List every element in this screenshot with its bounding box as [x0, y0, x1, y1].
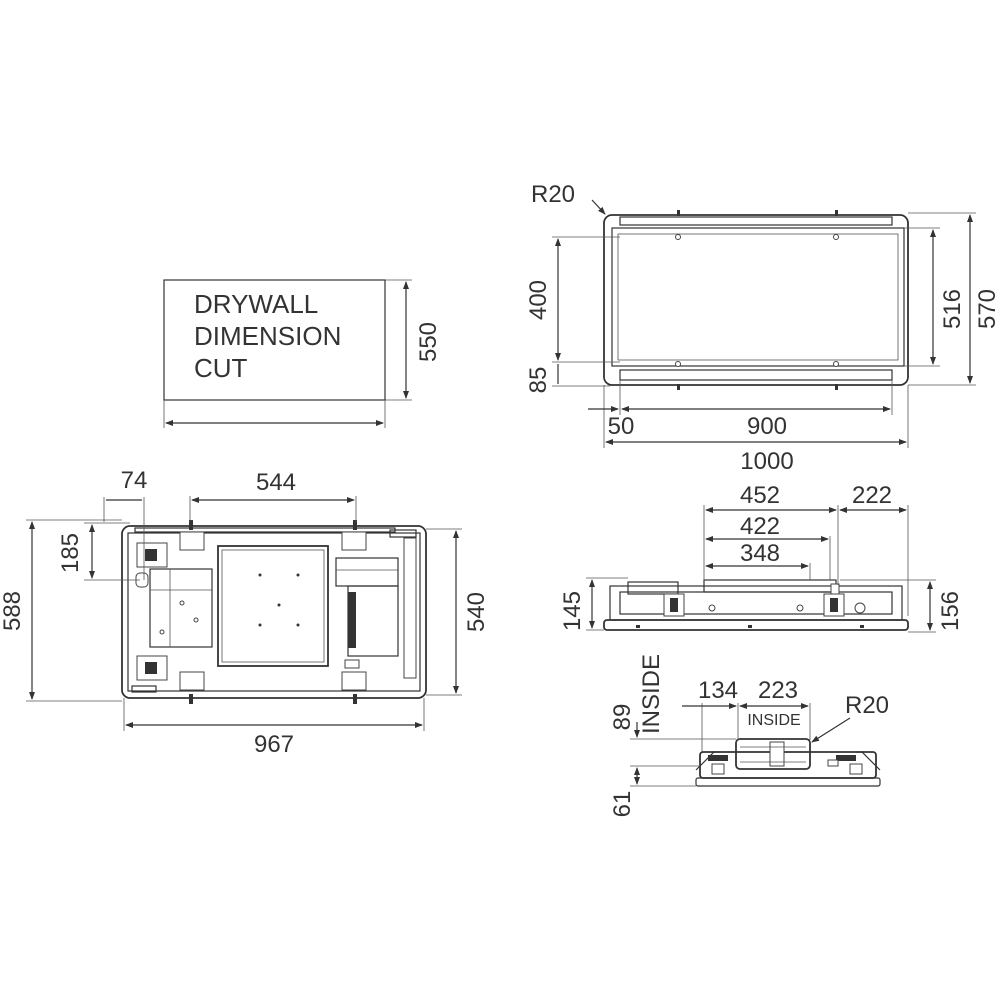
side-348-label: 348: [740, 540, 780, 567]
drywall-height-label: 550: [415, 322, 442, 362]
side-222-label: 222: [852, 482, 892, 509]
drywall-note-line-2: DIMENSION: [194, 321, 341, 351]
section-61-label: 61: [609, 791, 636, 818]
front-50-label: 50: [608, 413, 635, 440]
section-inside-small-label: INSIDE: [747, 712, 800, 729]
top-185-label: 185: [57, 533, 84, 573]
section-view-inside-box: [735, 738, 811, 770]
top-view-control-board: [149, 568, 213, 648]
section-inside-vertical-label: INSIDE: [638, 654, 665, 734]
front-view-outer-frame: [603, 214, 909, 386]
drywall-note-line-3: CUT: [194, 353, 248, 383]
top-544-label: 544: [256, 469, 296, 496]
side-452-label: 452: [740, 482, 780, 509]
side-145-label: 145: [559, 591, 586, 631]
drywall-cut-view: DRYWALL DIMENSION CUT 550: [163, 279, 442, 428]
front-view-inner-panel: [611, 227, 905, 367]
top-view-outer-frame: [121, 525, 427, 699]
top-540-label: 540: [463, 592, 490, 632]
top-74-label: 74: [121, 467, 148, 494]
front-view: R20 400 85 516 570 50 900 1000: [525, 181, 1000, 475]
top-view: 74 544 185 588 540 967: [0, 467, 490, 758]
top-967-label: 967: [254, 731, 294, 758]
section-89-label: 89: [609, 704, 636, 731]
section-radius-label: R20: [845, 692, 889, 719]
section-view: INSIDE 134 223 INSIDE R20 89 61: [609, 654, 889, 817]
drywall-note-line-1: DRYWALL: [194, 289, 318, 319]
front-radius-label: R20: [531, 181, 575, 208]
side-view: 452 222 422 348 145 156: [559, 482, 964, 633]
top-588-label: 588: [0, 591, 26, 631]
drywall-cut-outline: [163, 279, 386, 401]
front-900-label: 900: [747, 413, 787, 440]
section-134-label: 134: [698, 677, 738, 704]
side-156-label: 156: [937, 591, 964, 631]
side-422-label: 422: [740, 513, 780, 540]
front-516-label: 516: [939, 289, 966, 329]
front-85-label: 85: [525, 367, 552, 394]
front-570-label: 570: [974, 289, 1000, 329]
front-1000-label: 1000: [740, 448, 793, 475]
front-400-label: 400: [525, 280, 552, 320]
top-view-motor-plate: [217, 545, 329, 667]
section-223-label: 223: [758, 677, 798, 704]
